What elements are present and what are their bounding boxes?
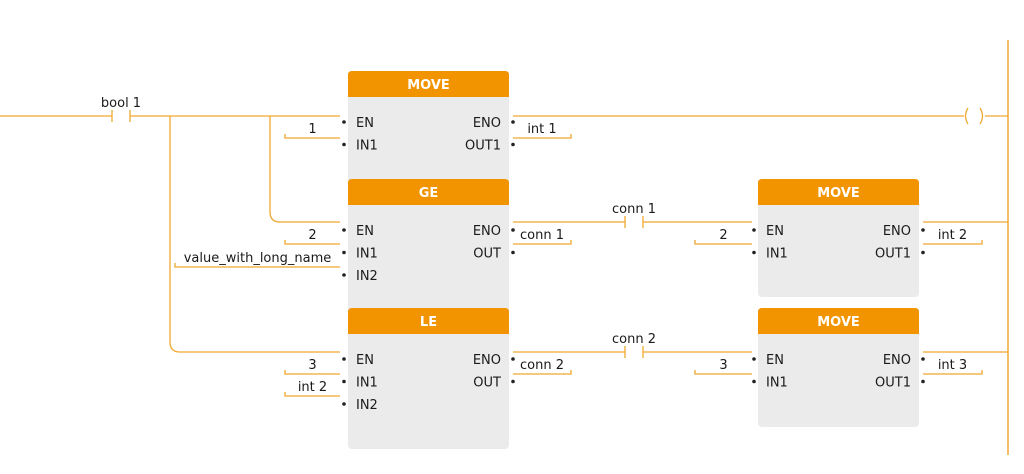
pin-dot — [921, 228, 925, 232]
output-value-label: conn 2 — [520, 358, 564, 373]
pin-dot — [342, 357, 346, 361]
input-pin-en: EN — [766, 353, 784, 368]
coil-right — [979, 107, 984, 125]
block-title: LE — [420, 315, 437, 330]
pin-dot — [752, 357, 756, 361]
input-value-label: 2 — [719, 228, 727, 243]
pin-dot — [511, 120, 515, 124]
block-title: MOVE — [817, 315, 860, 330]
output-value-wire — [923, 370, 983, 375]
input-value-wire — [694, 370, 752, 375]
block-title: MOVE — [817, 186, 860, 201]
pin-dot — [752, 228, 756, 232]
input-value-wire — [284, 240, 340, 245]
output-value-wire — [513, 134, 572, 139]
block-body — [348, 308, 509, 449]
pin-dot — [511, 357, 515, 361]
input-value-wire — [284, 370, 340, 375]
output-pin-out: OUT — [473, 247, 501, 262]
input-pin-in2: IN2 — [356, 398, 378, 413]
block-title: GE — [419, 186, 439, 201]
block-body — [348, 71, 509, 191]
input-pin-in1: IN1 — [356, 376, 378, 391]
block-header — [758, 308, 919, 334]
pin-dot — [752, 250, 756, 255]
input-value-label: 3 — [719, 358, 727, 373]
contact-bool-1-label: bool 1 — [101, 96, 141, 111]
input-pin-in1: IN1 — [356, 139, 378, 154]
output-value-wire — [513, 240, 572, 245]
input-pin-in1: IN1 — [356, 247, 378, 262]
block-body — [758, 179, 919, 297]
pin-dot — [921, 250, 925, 255]
input-value-label: 2 — [308, 228, 316, 243]
input-pin-en: EN — [356, 353, 374, 368]
pin-dot — [511, 142, 515, 147]
input-value-wire — [174, 263, 340, 268]
pin-dot — [342, 228, 346, 232]
input-value-label: 1 — [308, 122, 316, 137]
input-pin-en: EN — [356, 224, 374, 239]
output-pin-eno: ENO — [473, 116, 501, 131]
input-value-wire — [694, 240, 752, 245]
output-pin-eno: ENO — [883, 224, 911, 239]
pin-dot — [921, 379, 925, 384]
function-block-move2[interactable]: MOVE EN IN1 ENO OUT1 — [758, 179, 919, 297]
pin-dot — [342, 120, 346, 124]
input-value-wire — [284, 134, 340, 139]
output-value-label: int 1 — [527, 122, 556, 137]
block-body — [758, 308, 919, 427]
output-pin-out1: OUT1 — [875, 247, 911, 262]
output-value-wire — [923, 240, 983, 245]
contact-conn-1-label: conn 1 — [612, 202, 656, 217]
pin-dot — [342, 142, 346, 147]
output-pin-out1: OUT1 — [465, 139, 501, 154]
function-block-move1[interactable]: MOVE EN IN1 ENO OUT1 — [348, 71, 509, 191]
output-value-wire — [513, 370, 572, 375]
pin-dot — [921, 357, 925, 361]
en-wire-ge — [269, 116, 340, 223]
coil-left — [964, 107, 969, 125]
en-wire-le — [169, 116, 340, 353]
block-header — [348, 71, 509, 97]
block-body — [348, 179, 509, 319]
pin-dot — [342, 402, 346, 406]
output-value-label: int 3 — [938, 358, 967, 373]
pin-dot — [342, 379, 346, 384]
output-value-label: int 2 — [938, 228, 967, 243]
contact-conn-2-label: conn 2 — [612, 332, 656, 347]
input-value-label: int 2 — [298, 380, 327, 395]
input-pin-in2: IN2 — [356, 269, 378, 284]
output-pin-eno: ENO — [473, 224, 501, 239]
block-title: MOVE — [407, 78, 450, 93]
block-header — [348, 179, 509, 205]
output-pin-out1: OUT1 — [875, 376, 911, 391]
output-pin-eno: ENO — [473, 353, 501, 368]
function-block-move3[interactable]: MOVE EN IN1 ENO OUT1 — [758, 308, 919, 427]
pin-dot — [752, 379, 756, 384]
pin-dot — [342, 250, 346, 255]
input-value-label: 3 — [308, 358, 316, 373]
input-value-wire — [284, 392, 340, 397]
block-header — [758, 179, 919, 205]
input-pin-in1: IN1 — [766, 376, 788, 391]
pin-dot — [342, 273, 346, 277]
pin-dot — [511, 228, 515, 232]
input-value-label: value_with_long_name — [184, 251, 332, 266]
input-pin-in1: IN1 — [766, 247, 788, 262]
input-pin-en: EN — [766, 224, 784, 239]
input-pin-en: EN — [356, 116, 374, 131]
pin-dot — [511, 250, 515, 255]
output-pin-out: OUT — [473, 376, 501, 391]
block-header — [348, 308, 509, 334]
output-value-label: conn 1 — [520, 228, 564, 243]
pin-dot — [511, 379, 515, 384]
output-pin-eno: ENO — [883, 353, 911, 368]
